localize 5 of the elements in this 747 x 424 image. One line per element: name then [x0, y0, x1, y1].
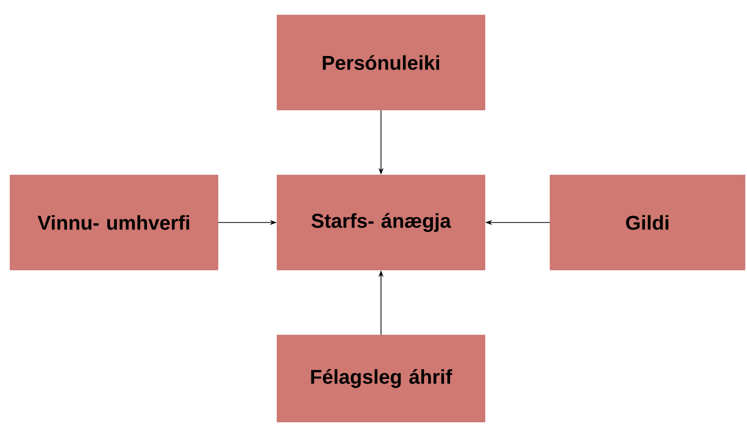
process-box: Gildi	[550, 174, 746, 270]
process-box: Vinnu- umhverfi	[10, 174, 218, 270]
process-box: Félagsleg áhrif	[276, 334, 486, 422]
process-box: Persónuleiki	[276, 14, 486, 110]
process-box: Starfs- ánægja	[276, 174, 486, 270]
